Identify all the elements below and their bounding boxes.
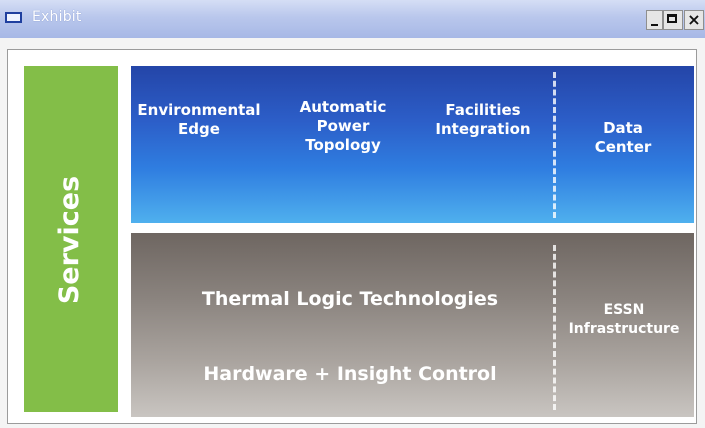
window-title: Exhibit [32,9,82,25]
label-facilities-integration: Facilities Integration [435,101,531,138]
top-layer-band [131,66,694,223]
bottom-layer-band [131,233,694,417]
close-button[interactable]: × [684,10,704,30]
label-thermal-logic: Thermal Logic Technologies [201,288,499,310]
title-bar[interactable]: Exhibit × [0,0,705,38]
services-bar [24,66,118,412]
window-icon [5,12,22,23]
label-environmental-edge: Environmental Edge [137,101,261,138]
bottom-band-divider [553,245,556,410]
minimize-button[interactable] [646,10,663,30]
label-hardware-insight-control: Hardware + Insight Control [203,363,497,385]
top-band-divider [553,72,556,218]
services-label: Services [54,175,85,305]
maximize-button[interactable] [663,10,683,30]
label-automatic-power-topology: Automatic Power Topology [299,98,387,154]
label-data-center: Data Center [594,119,652,156]
label-essn-infrastructure: ESSN Infrastructure [568,302,680,337]
